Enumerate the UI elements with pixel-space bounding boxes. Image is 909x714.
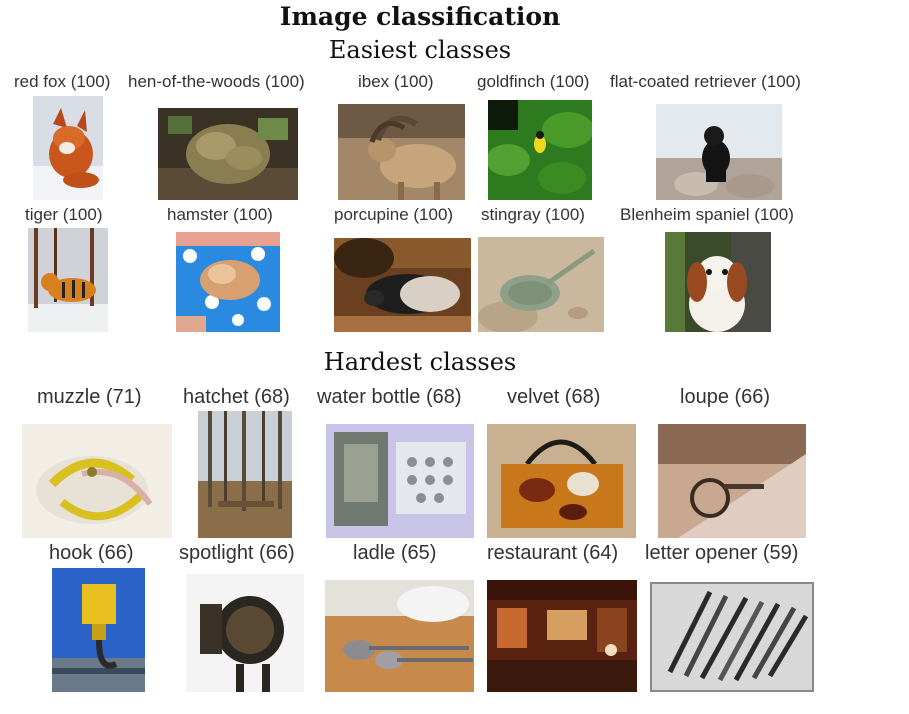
label-hook: hook (66): [49, 542, 134, 564]
image-water-bottle: [326, 424, 474, 538]
page-title: Image classification: [279, 2, 561, 31]
image-hatchet: [198, 411, 292, 538]
label-blenheim-spaniel: Blenheim spaniel (100): [620, 205, 794, 224]
label-letter-opener: letter opener (59): [645, 542, 799, 564]
label-flat-coated-retriever: flat-coated retriever (100): [610, 72, 801, 91]
image-velvet: [487, 424, 636, 538]
label-red-fox: red fox (100): [14, 72, 111, 91]
image-blenheim-spaniel: [665, 232, 771, 332]
label-water-bottle: water bottle (68): [317, 386, 462, 408]
image-spotlight: [186, 574, 304, 692]
label-stingray: stingray (100): [481, 205, 585, 224]
image-hamster: [176, 232, 280, 332]
image-hen-of-the-woods: [158, 108, 298, 200]
image-stingray: [478, 237, 604, 332]
image-ibex: [338, 104, 465, 200]
image-letter-opener: [650, 582, 814, 692]
image-flat-coated-retriever: [656, 104, 782, 200]
image-tiger: [28, 228, 108, 332]
image-hook: [52, 568, 145, 692]
label-ladle: ladle (65): [353, 542, 437, 564]
hardest-heading: Hardest classes: [323, 348, 517, 376]
image-goldfinch: [488, 100, 592, 200]
image-loupe: [658, 424, 806, 538]
label-ibex: ibex (100): [358, 72, 434, 91]
image-restaurant: [487, 580, 637, 692]
image-ladle: [325, 580, 474, 692]
label-goldfinch: goldfinch (100): [477, 72, 590, 91]
label-loupe: loupe (66): [680, 386, 771, 408]
image-red-fox: [33, 96, 103, 200]
label-tiger: tiger (100): [25, 205, 103, 224]
label-hatchet: hatchet (68): [183, 386, 290, 408]
image-porcupine: [334, 238, 471, 332]
easiest-heading: Easiest classes: [328, 36, 512, 64]
label-porcupine: porcupine (100): [334, 205, 454, 224]
image-muzzle: [22, 424, 172, 538]
label-hen-of-the-woods: hen-of-the-woods (100): [128, 72, 305, 91]
label-hamster: hamster (100): [167, 205, 273, 224]
label-spotlight: spotlight (66): [179, 542, 295, 564]
label-muzzle: muzzle (71): [37, 386, 142, 408]
label-velvet: velvet (68): [507, 386, 601, 408]
label-restaurant: restaurant (64): [487, 542, 619, 564]
